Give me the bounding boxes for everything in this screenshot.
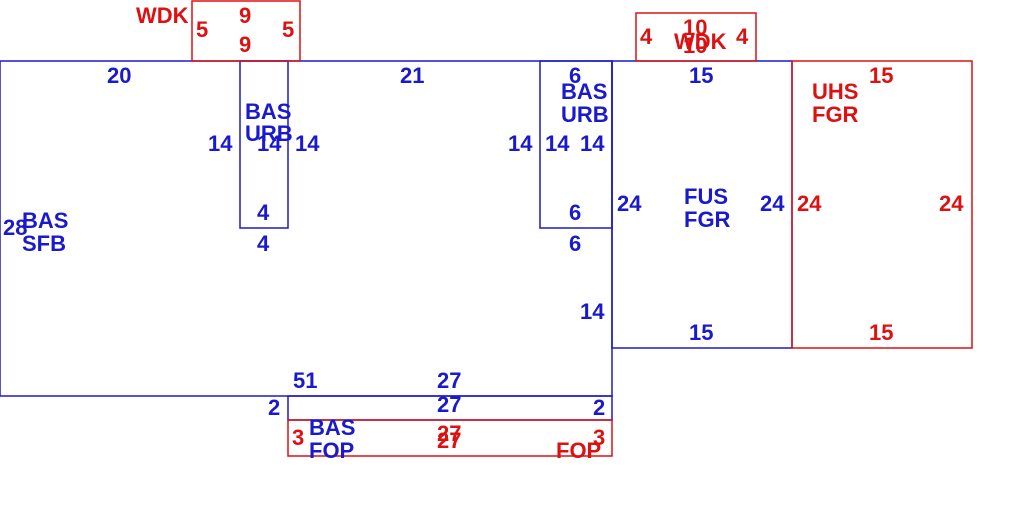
dim-right: 2 [593,395,605,420]
dim-top: 27 [437,421,461,446]
dim-left: 14 [208,131,233,156]
area-sub: FGR [684,207,731,232]
dim-bottom: 6 [569,200,581,225]
dim-below: 4 [257,231,270,256]
area-bas-sfb: BAS SFB 20 21 28 51 14 [3,63,605,393]
dim-right: 14 [295,131,320,156]
dim-top: 15 [689,63,713,88]
area-wdk-1: WDK 9 9 5 5 [136,3,294,57]
dim-right: 14 [580,299,605,324]
dim-top: 10 [683,15,707,40]
area-bas-urb-2: BAS URB 6 14 14 14 6 6 [508,63,609,256]
area-sub: URB [561,102,609,127]
dim-right: 24 [760,191,785,216]
area-sub: FOP [309,438,354,463]
dim-right: 5 [282,17,294,42]
area-bas-fop: BAS FOP 27 27 2 2 [268,368,605,463]
dim-top: 21 [400,63,424,88]
dim-left: 4 [640,24,653,49]
area-code: BAS [309,415,355,440]
dim-mid: 14 [545,131,570,156]
area-outline-fop[interactable] [287,419,613,457]
dim-bottom: 10 [683,33,707,58]
dim-left: 24 [617,191,642,216]
dim-bottom: 4 [257,200,270,225]
dim-right: 4 [736,24,749,49]
dim-left: 14 [508,131,533,156]
dim-right: 14 [580,131,605,156]
dim-top: 27 [437,392,461,417]
dim-top: 20 [107,63,131,88]
area-fop: FOP 27 27 3 3 [292,421,605,463]
area-wdk-2: WDK 10 10 4 4 [640,15,749,58]
area-code: WDK [674,29,727,54]
area-outline-wdk-1[interactable] [191,0,301,62]
dim-bottom: 15 [869,320,893,345]
area-code: FUS [684,184,728,209]
dim-top: 9 [239,3,251,28]
area-bas-urb-1: BAS URB 14 14 14 4 4 [208,99,320,256]
area-code: BAS [561,79,607,104]
area-code: WDK [136,3,189,28]
dim-left: 3 [292,425,304,450]
area-code: BAS [22,208,68,233]
dim-bottom: 15 [689,320,713,345]
dim-left: 5 [196,17,208,42]
area-outline-uhs-fgr[interactable] [791,60,973,349]
area-sub: URB [245,121,293,146]
dim-top: 27 [437,368,461,393]
area-sub: SFB [22,231,66,256]
area-outline-wdk-2[interactable] [635,12,757,62]
dim-left: 2 [268,395,280,420]
dim-bottom: 51 [293,368,317,393]
area-fus-fgr: FUS FGR 15 24 24 15 [617,63,785,345]
area-sub: FOP [556,438,601,463]
dim-mid: 14 [257,131,282,156]
area-code: BAS [245,99,291,124]
area-uhs-fgr: UHS FGR 15 24 24 15 [797,63,964,345]
dim-bottom: 27 [437,428,461,453]
dim-top: 15 [869,63,893,88]
dim-right: 24 [939,191,964,216]
area-sub: FGR [812,102,859,127]
dim-bottom: 9 [239,32,251,57]
dim-left: 24 [797,191,822,216]
dim-right: 3 [593,425,605,450]
area-outline-bas-sfb[interactable] [0,60,613,397]
dim-top: 6 [569,63,581,88]
dim-left: 28 [3,215,27,240]
area-code: UHS [812,79,858,104]
dim-below: 6 [569,231,581,256]
